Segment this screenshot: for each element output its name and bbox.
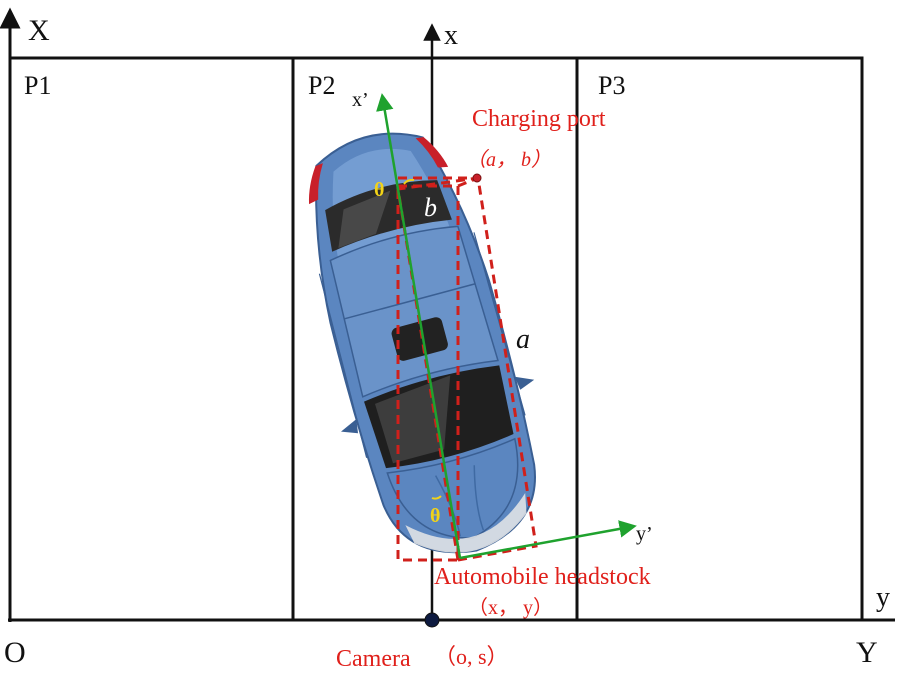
- inner-x-label: x: [444, 20, 458, 51]
- theta-bottom-label: θ: [430, 505, 440, 527]
- roof-seam: [343, 283, 476, 320]
- theta-arc-top: [403, 178, 415, 185]
- mirror-left: [341, 419, 359, 434]
- car: [308, 132, 536, 554]
- sunroof: [391, 317, 448, 361]
- zone-p3-label: P3: [598, 71, 625, 100]
- outer-x-label: X: [28, 14, 50, 47]
- zone-p1-label: P1: [24, 71, 51, 100]
- car-roof: [329, 225, 499, 398]
- slot-p3: [575, 56, 864, 622]
- slot-p1: [8, 56, 295, 622]
- zone-p2-label: P2: [308, 71, 335, 100]
- headstock-label: Automobile headstock: [434, 564, 651, 590]
- tail-light-left: [308, 163, 323, 205]
- car-x-axis: [376, 93, 462, 559]
- camera-label: Camera: [336, 646, 411, 672]
- car-x-axis-label: x’: [352, 89, 369, 111]
- origin-label: O: [4, 636, 26, 669]
- car-y-axis: [459, 520, 637, 560]
- theta-top-label: θ: [374, 179, 384, 201]
- charging-port-point: [472, 173, 482, 183]
- theta-arc-bottom: [431, 495, 442, 500]
- dimension-b-label: b: [424, 193, 437, 222]
- charging-port-coord: （a， b）: [466, 148, 551, 171]
- charging-port-label: Charging port: [472, 106, 606, 132]
- camera-coord: （o, s）: [434, 644, 509, 669]
- inner-y-label: y: [876, 582, 890, 613]
- door-line-left: [318, 273, 368, 458]
- outer-y-label: Y: [856, 636, 878, 669]
- rear-window-glare: [338, 190, 391, 248]
- dimension-a-label: a: [516, 324, 530, 355]
- car-y-axis-label: y’: [636, 523, 653, 545]
- dashed-axis-box: [396, 184, 460, 562]
- headstock-coord: （x， y）: [468, 596, 553, 619]
- mirror-right: [514, 376, 535, 390]
- front-bumper: [405, 492, 527, 553]
- camera-point: [424, 612, 440, 628]
- tail-light-right: [415, 137, 449, 168]
- car-hood: [386, 437, 519, 539]
